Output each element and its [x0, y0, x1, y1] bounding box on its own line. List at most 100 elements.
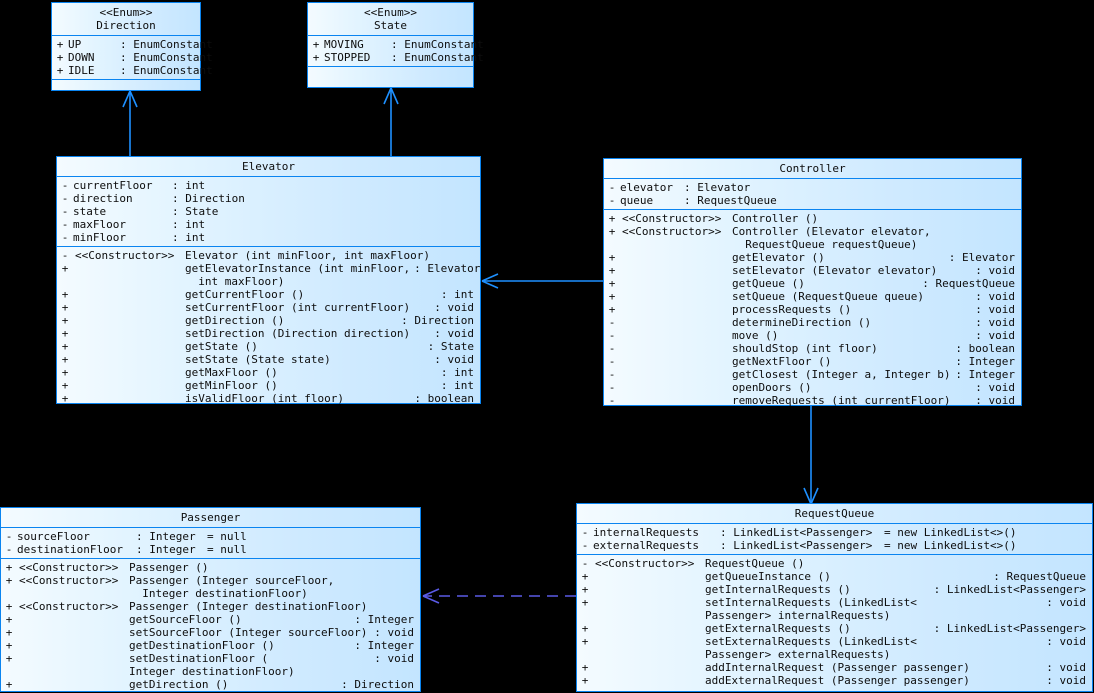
- operation-signature: setCurrentFloor (int currentFloor): [185, 301, 411, 314]
- operation-return: : void: [975, 264, 1015, 277]
- visibility: +: [581, 596, 589, 609]
- operation-stereotype: [620, 303, 732, 316]
- operation-row: - shouldStop (int floor) : boolean: [604, 342, 1021, 355]
- visibility: [577, 648, 593, 661]
- attribute-row: + DOWN : EnumConstant: [52, 51, 213, 64]
- operation-stereotype: [593, 570, 705, 583]
- class-name-direction: Direction: [96, 19, 156, 32]
- operation-stereotype: [593, 661, 705, 674]
- operation-stereotype: [620, 381, 732, 394]
- visibility: [604, 238, 620, 251]
- operation-stereotype: [620, 368, 732, 381]
- attribute-type: : LinkedList<Passenger>: [720, 539, 873, 552]
- operation-return: : void: [1046, 674, 1086, 687]
- operation-return: : LinkedList<Passenger>: [933, 583, 1086, 596]
- operation-row: + getMaxFloor () : int: [57, 366, 480, 379]
- visibility: +: [5, 600, 13, 613]
- visibility: +: [61, 353, 69, 366]
- operation-return: [1015, 212, 1021, 225]
- visibility: +: [608, 303, 616, 316]
- operation-return: [474, 249, 480, 262]
- attribute-type: : EnumConstant: [120, 64, 213, 77]
- stereotype-enum-direction: <<Enum>>: [99, 6, 153, 19]
- visibility: -: [581, 526, 589, 539]
- operation-return: : void: [434, 301, 474, 314]
- operation-return: [414, 587, 420, 600]
- attribute-name: currentFloor: [73, 179, 153, 192]
- operation-stereotype: [620, 355, 732, 368]
- operation-stereotype: <<Constructor>>: [595, 557, 695, 570]
- attribute-default: = new LinkedList<>(): [884, 539, 1017, 552]
- connector-requestqueue-to-passenger: [422, 588, 576, 604]
- operation-return: : int: [440, 288, 474, 301]
- operations-compartment-direction: [52, 79, 200, 100]
- operation-return: [1086, 609, 1092, 622]
- class-name-controller: Controller: [779, 162, 846, 175]
- visibility: +: [5, 613, 13, 626]
- operation-return: : boolean: [955, 342, 1015, 355]
- class-box-elevator[interactable]: Elevator - currentFloor : int - directio…: [56, 156, 481, 405]
- visibility: +: [56, 38, 64, 51]
- visibility: +: [312, 51, 320, 64]
- class-name-requestqueue: RequestQueue: [794, 507, 875, 520]
- operation-signature: Passenger (): [129, 561, 209, 574]
- operation-row-continuation: int maxFloor): [57, 275, 480, 288]
- attribute-type: : LinkedList<Passenger>: [720, 526, 873, 539]
- operations-compartment-passenger: + <<Constructor>> Passenger () + <<Const…: [1, 558, 420, 693]
- operation-return: [1086, 648, 1092, 661]
- class-box-requestqueue[interactable]: RequestQueue - internalRequests : Linked…: [576, 503, 1093, 692]
- operation-return: [1086, 557, 1092, 570]
- operation-return: [414, 574, 420, 587]
- operation-row: + setDestinationFloor ( : void: [1, 652, 420, 665]
- operation-stereotype: [620, 277, 732, 290]
- attribute-name: IDLE: [68, 64, 95, 77]
- class-title-passenger: Passenger: [1, 508, 420, 527]
- attribute-row: - sourceFloor : Integer = null: [1, 530, 420, 543]
- operation-stereotype: [620, 264, 732, 277]
- class-box-controller[interactable]: Controller - elevator : Elevator - queue…: [603, 158, 1022, 407]
- operation-row: + getState () : State: [57, 340, 480, 353]
- operation-return: : void: [975, 394, 1015, 407]
- operation-row: + getQueueInstance () : RequestQueue: [577, 570, 1092, 583]
- operation-return: : int: [440, 366, 474, 379]
- operations-compartment-requestqueue: - <<Constructor>> RequestQueue () + getQ…: [577, 554, 1092, 689]
- class-box-direction[interactable]: <<Enum>> Direction + UP : EnumConstant +…: [51, 2, 213, 91]
- visibility: +: [5, 652, 13, 665]
- operation-stereotype: [593, 609, 705, 622]
- operation-return: [474, 275, 480, 288]
- attribute-type: : Integer: [136, 543, 196, 556]
- visibility: -: [608, 355, 616, 368]
- operation-signature: int maxFloor): [185, 275, 285, 288]
- visibility: +: [5, 626, 13, 639]
- operation-signature: isValidFloor (int floor): [185, 392, 344, 405]
- attribute-type: : EnumConstant: [120, 38, 213, 51]
- operation-signature: RequestQueue (): [705, 557, 805, 570]
- operation-signature: Elevator (int minFloor, int maxFloor): [185, 249, 431, 262]
- operation-stereotype: [593, 648, 705, 661]
- operation-row: + setInternalRequests (LinkedList< : voi…: [577, 596, 1092, 609]
- operation-stereotype: [17, 678, 129, 691]
- operation-signature: Controller (Elevator elevator,: [732, 225, 931, 238]
- operation-row: - removeRequests (int currentFloor) : vo…: [604, 394, 1021, 407]
- operation-return: : void: [434, 327, 474, 340]
- attribute-type: : Integer: [136, 530, 196, 543]
- operation-stereotype: [73, 314, 185, 327]
- operation-row: + addExternalRequest (Passenger passenge…: [577, 674, 1092, 687]
- operation-stereotype: <<Constructor>>: [19, 600, 119, 613]
- attributes-compartment-state: + MOVING : EnumConstant + STOPPED : Enum…: [308, 35, 484, 66]
- attributes-compartment-elevator: - currentFloor : int - direction : Direc…: [57, 176, 480, 246]
- operation-row-continuation: RequestQueue requestQueue): [604, 238, 1021, 251]
- operation-stereotype: [620, 342, 732, 355]
- visibility: -: [608, 342, 616, 355]
- operation-row: + <<Constructor>> Passenger (Integer des…: [1, 600, 420, 613]
- operation-signature: getMinFloor (): [185, 379, 278, 392]
- operation-return: : void: [1046, 596, 1086, 609]
- operation-row: + addInternalRequest (Passenger passenge…: [577, 661, 1092, 674]
- operation-row: + <<Constructor>> Controller (Elevator e…: [604, 225, 1021, 238]
- class-box-state[interactable]: <<Enum>> State + MOVING : EnumConstant +…: [307, 2, 484, 88]
- operation-stereotype: [17, 652, 129, 665]
- attribute-row: - queue : RequestQueue: [604, 194, 1021, 207]
- visibility: +: [581, 583, 589, 596]
- operation-row: + getSourceFloor () : Integer: [1, 613, 420, 626]
- class-box-passenger[interactable]: Passenger - sourceFloor : Integer = null…: [0, 507, 421, 692]
